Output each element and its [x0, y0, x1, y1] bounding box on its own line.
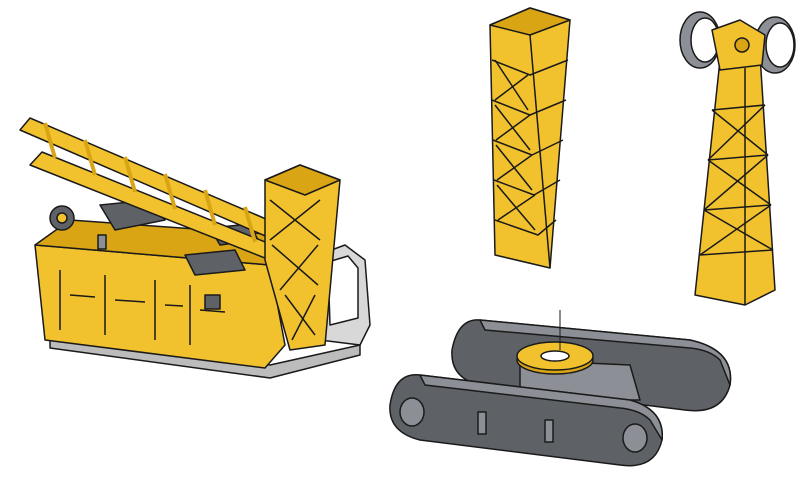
- a-frame-tower: [264, 164, 341, 351]
- sheave-right: [754, 16, 796, 74]
- boom: [19, 117, 286, 263]
- tower-with-sheaves: [679, 11, 796, 306]
- lattice-mast-section: [489, 7, 571, 269]
- crawler-undercarriage: [389, 310, 732, 467]
- crane-base-with-boom: [19, 117, 371, 379]
